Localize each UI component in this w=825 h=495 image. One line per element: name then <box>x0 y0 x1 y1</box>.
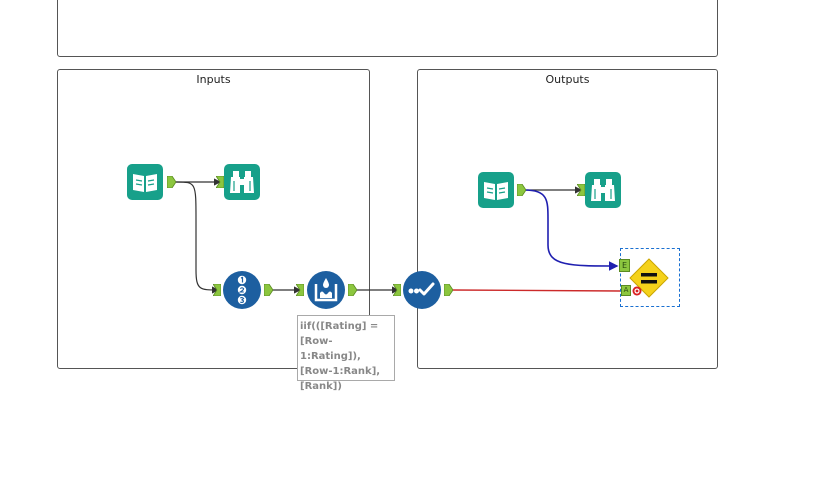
annotation-line-4: [Rank]) <box>300 381 342 392</box>
book-icon <box>478 172 514 208</box>
filter-false-anchor-label: A <box>623 286 629 294</box>
tool-annotation: iif(([Rating] = [Row-1:Rating]), [Row-1:… <box>297 315 395 392</box>
output-anchor[interactable] <box>348 284 357 296</box>
binoculars-icon <box>224 164 260 200</box>
annotation-line-3: [Row-1:Rank], <box>300 366 381 377</box>
filter-false-anchor[interactable]: A <box>621 285 631 296</box>
output-anchor[interactable] <box>517 184 526 196</box>
output-anchor[interactable] <box>444 284 453 296</box>
checkmark-dots-icon <box>403 271 441 309</box>
browse-tool-1[interactable] <box>224 164 260 200</box>
wire-jointest-filter <box>451 289 621 292</box>
input-anchor[interactable] <box>213 284 221 296</box>
output-anchor[interactable] <box>264 284 273 296</box>
annotation-line-1: iif(([Rating] = <box>300 321 379 332</box>
multi-row-formula-tool[interactable] <box>307 271 345 309</box>
input-data-tool-2[interactable] <box>478 172 514 208</box>
filter-tool-selection[interactable] <box>620 248 680 307</box>
error-indicator-icon <box>632 286 642 296</box>
wire-input2-filter <box>523 189 619 271</box>
browse-tool-2[interactable] <box>585 172 621 208</box>
record-id-tool[interactable] <box>223 271 261 309</box>
input-anchor[interactable] <box>577 184 585 196</box>
book-icon <box>127 164 163 200</box>
input-anchor[interactable] <box>393 284 401 296</box>
filter-true-anchor[interactable]: E <box>619 259 630 272</box>
join-test-tool[interactable] <box>403 271 441 309</box>
formula-drop-icon <box>307 271 345 309</box>
output-anchor[interactable] <box>167 176 176 188</box>
inputs-container-title: Inputs <box>196 73 231 86</box>
outputs-container[interactable]: Outputs <box>417 69 718 369</box>
outputs-container-title: Outputs <box>545 73 590 86</box>
wire-input1-recordid <box>175 181 220 294</box>
input-anchor[interactable] <box>216 176 224 188</box>
top-container[interactable] <box>57 0 718 57</box>
numbered-list-icon <box>223 271 261 309</box>
filter-true-anchor-label: E <box>621 261 628 270</box>
input-data-tool-1[interactable] <box>127 164 163 200</box>
input-anchor[interactable] <box>296 284 304 296</box>
binoculars-icon <box>585 172 621 208</box>
annotation-line-2: [Row-1:Rating]), <box>300 336 361 362</box>
